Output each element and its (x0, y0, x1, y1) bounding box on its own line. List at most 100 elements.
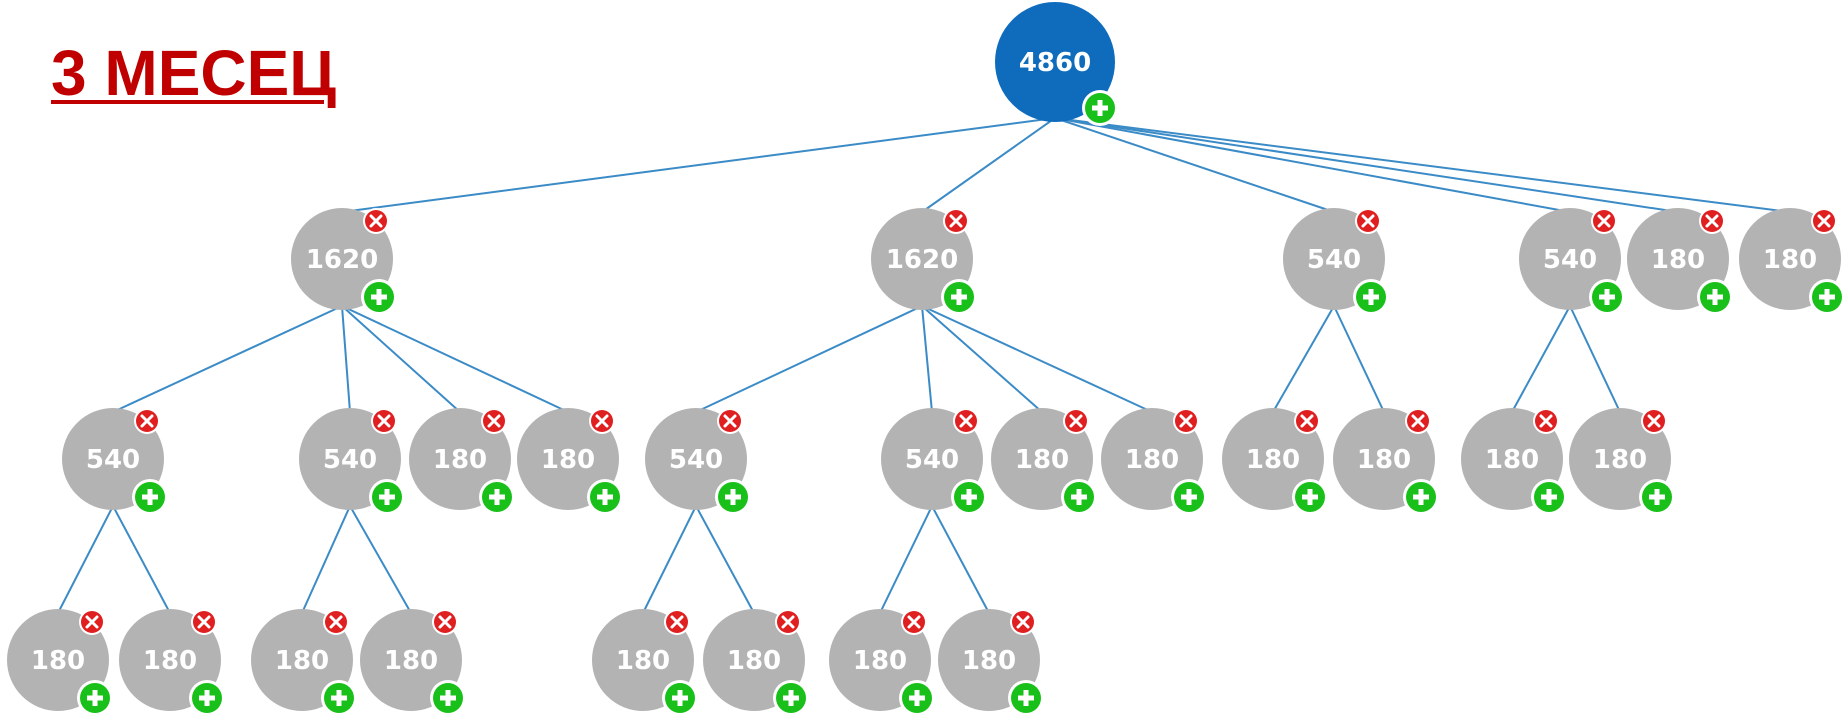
plus-icon[interactable] (430, 680, 466, 716)
plus-icon[interactable] (951, 479, 987, 515)
plus-icon[interactable] (773, 680, 809, 716)
tree-edge (112, 505, 171, 614)
plus-icon[interactable] (1403, 479, 1439, 515)
tree-node[interactable]: 180 (119, 609, 225, 716)
node-value: 540 (86, 445, 140, 475)
plus-icon[interactable] (1171, 479, 1207, 515)
tree-node[interactable]: 180 (1739, 208, 1843, 315)
node-value: 540 (669, 445, 723, 475)
tree-node[interactable]: 540 (1283, 208, 1389, 315)
plus-icon[interactable] (1589, 279, 1625, 315)
close-icon[interactable] (943, 208, 969, 234)
close-icon[interactable] (589, 408, 615, 434)
tree-node[interactable]: 540 (62, 408, 168, 515)
plus-icon[interactable] (479, 479, 515, 515)
plus-icon[interactable] (941, 279, 977, 315)
tree-node[interactable]: 180 (1461, 408, 1567, 515)
tree-node[interactable]: 540 (1519, 208, 1625, 315)
plus-icon[interactable] (662, 680, 698, 716)
node-value: 180 (1651, 245, 1705, 275)
plus-icon[interactable] (1082, 90, 1118, 126)
close-icon[interactable] (1355, 208, 1381, 234)
close-icon[interactable] (1405, 408, 1431, 434)
tree-node[interactable]: 180 (938, 609, 1044, 716)
plus-icon[interactable] (1061, 479, 1097, 515)
close-icon[interactable] (1591, 208, 1617, 234)
tree-edge (341, 117, 1056, 213)
close-icon[interactable] (664, 609, 690, 635)
tree-node[interactable]: 180 (829, 609, 935, 716)
tree-edge (1511, 305, 1571, 413)
close-icon[interactable] (1641, 408, 1667, 434)
tree-node[interactable]: 540 (299, 408, 405, 515)
tree-node[interactable]: 180 (1569, 408, 1675, 515)
plus-icon[interactable] (1531, 479, 1567, 515)
plus-icon[interactable] (132, 479, 168, 515)
plus-icon[interactable] (1353, 279, 1389, 315)
tree-node[interactable]: 180 (1333, 408, 1439, 515)
close-icon[interactable] (1173, 408, 1199, 434)
plus-icon[interactable] (1639, 479, 1675, 515)
close-icon[interactable] (363, 208, 389, 234)
plus-icon[interactable] (1008, 680, 1044, 716)
plus-icon[interactable] (361, 279, 397, 315)
plus-icon[interactable] (321, 680, 357, 716)
plus-icon[interactable] (715, 479, 751, 515)
plus-icon[interactable] (1697, 279, 1733, 315)
tree-node[interactable]: 540 (881, 408, 987, 515)
plus-icon[interactable] (77, 680, 113, 716)
tree-node[interactable]: 180 (1222, 408, 1328, 515)
node-value: 180 (541, 445, 595, 475)
node-value: 180 (853, 646, 907, 676)
close-icon[interactable] (481, 408, 507, 434)
tree-node[interactable]: 1620 (871, 208, 977, 315)
tree-node[interactable]: 180 (360, 609, 466, 716)
node-value: 540 (1543, 245, 1597, 275)
tree-node[interactable]: 180 (7, 609, 113, 716)
close-icon[interactable] (901, 609, 927, 635)
close-icon[interactable] (191, 609, 217, 635)
tree-node[interactable]: 180 (517, 408, 623, 515)
tree-node[interactable]: 180 (1627, 208, 1733, 315)
tree-node[interactable]: 1620 (291, 208, 397, 315)
close-icon[interactable] (432, 609, 458, 635)
tree-edge (695, 505, 755, 614)
node-value: 180 (727, 646, 781, 676)
close-icon[interactable] (1294, 408, 1320, 434)
tree-node[interactable]: 180 (991, 408, 1097, 515)
close-icon[interactable] (134, 408, 160, 434)
close-icon[interactable] (79, 609, 105, 635)
node-value: 180 (433, 445, 487, 475)
plus-icon[interactable] (189, 680, 225, 716)
tree-edge (341, 305, 569, 413)
close-icon[interactable] (717, 408, 743, 434)
plus-icon[interactable] (587, 479, 623, 515)
tree-node[interactable]: 180 (592, 609, 698, 716)
tree-node[interactable]: 540 (645, 408, 751, 515)
plus-icon[interactable] (369, 479, 405, 515)
tree-node[interactable]: 180 (703, 609, 809, 716)
tree-node[interactable]: 180 (1101, 408, 1207, 515)
tree-edge (931, 505, 990, 614)
node-value: 180 (1357, 445, 1411, 475)
close-icon[interactable] (1811, 208, 1837, 234)
tree-edge (1054, 117, 1791, 213)
close-icon[interactable] (953, 408, 979, 434)
tree-node[interactable]: 180 (409, 408, 515, 515)
close-icon[interactable] (1063, 408, 1089, 434)
close-icon[interactable] (1699, 208, 1725, 234)
tree-edge (921, 117, 1056, 213)
root-node[interactable]: 4860 (995, 2, 1118, 126)
close-icon[interactable] (1010, 609, 1036, 635)
plus-icon[interactable] (1809, 279, 1843, 315)
node-value: 180 (1125, 445, 1179, 475)
close-icon[interactable] (1533, 408, 1559, 434)
tree-node[interactable]: 180 (251, 609, 357, 716)
tree-edge (301, 505, 351, 614)
close-icon[interactable] (775, 609, 801, 635)
close-icon[interactable] (371, 408, 397, 434)
tree-edge (695, 305, 923, 413)
plus-icon[interactable] (899, 680, 935, 716)
plus-icon[interactable] (1292, 479, 1328, 515)
close-icon[interactable] (323, 609, 349, 635)
